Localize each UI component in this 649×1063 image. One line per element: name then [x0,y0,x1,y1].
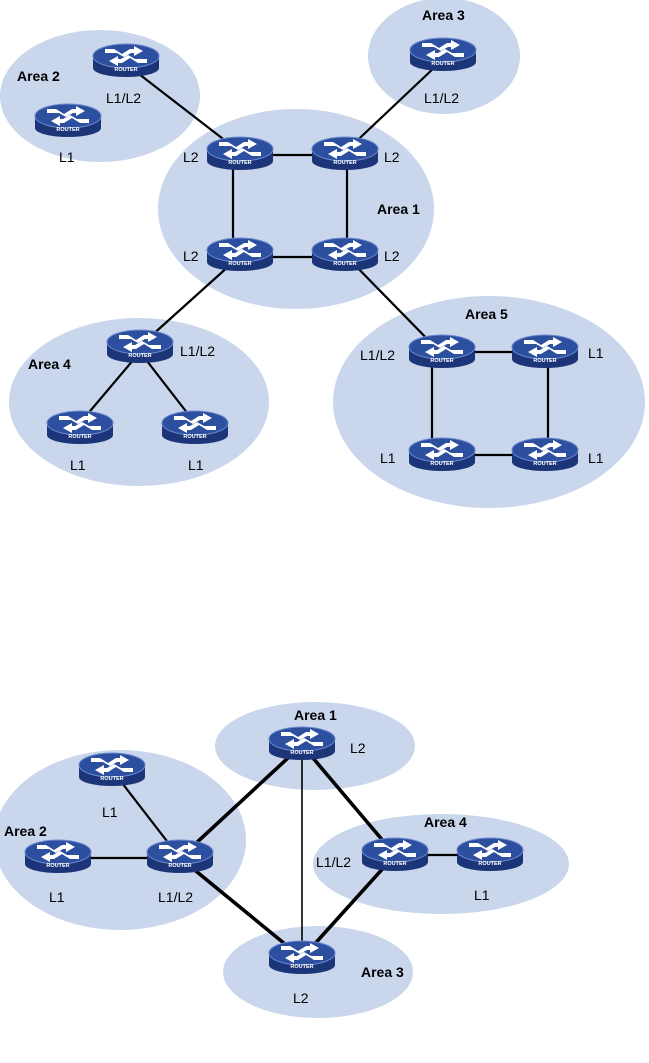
router-level-label: L2 [384,248,400,264]
router-badge: ROUTER [128,353,151,359]
router-badge: ROUTER [46,863,69,869]
link-a2-a1 [125,63,241,153]
router-level-label: L1 [588,450,604,466]
router-badge: ROUTER [333,160,356,166]
router-level-label: L1 [70,457,86,473]
link-a3-a4 [300,853,397,960]
area-label: Area 1 [294,707,337,723]
router-level-label: L1/L2 [106,90,141,106]
area-label: Area 3 [422,7,465,23]
router-level-label: L1/L2 [424,90,459,106]
link-a2-a3 [178,856,304,960]
router-level-label: L2 [183,248,199,264]
area2-region [0,750,246,930]
router-level-label: L1 [188,457,204,473]
router-badge: ROUTER [478,861,501,867]
router-level-label: L1 [59,149,75,165]
router-level-label: L1 [102,804,118,820]
area5-region [333,296,645,508]
link-a1-a4 [139,255,241,347]
router-badge: ROUTER [383,861,406,867]
area-label: Area 2 [17,68,60,84]
router-level-label: L1 [474,887,490,903]
router-badge: ROUTER [183,434,206,440]
router-badge: ROUTER [430,358,453,364]
router-badge: ROUTER [333,261,356,267]
diagram-bottom: ROUTER ROUTER ROUTER ROUTER ROUTER ROUTE… [0,702,569,1018]
area-label: Area 3 [361,964,404,980]
diagram-top: ROUTER ROUTER ROUTER ROUTER ROUTER ROUTE… [0,0,645,508]
router-level-label: L2 [183,149,199,165]
router-badge: ROUTER [168,863,191,869]
area-label: Area 4 [424,814,467,830]
router-badge: ROUTER [68,434,91,440]
area-label: Area 4 [28,356,71,372]
router-badge: ROUTER [100,776,123,782]
router-level-label: L1 [380,450,396,466]
router-badge: ROUTER [290,750,313,756]
link-a2-a1 [178,743,304,860]
router-badge: ROUTER [228,160,251,166]
router-level-label: L1/L2 [316,854,351,870]
router-badge: ROUTER [56,127,79,133]
router-level-label: L1/L2 [158,889,193,905]
router-badge: ROUTER [114,67,137,73]
router-level-label: L2 [293,990,309,1006]
area-label: Area 1 [377,201,420,217]
area-label: Area 2 [4,823,47,839]
router-level-label: L2 [384,149,400,165]
link-a1-a5 [346,256,439,351]
link-a3-a1 [344,65,437,153]
router-level-label: L1 [49,889,65,905]
router-level-label: L1 [588,345,604,361]
router-badge: ROUTER [431,61,454,67]
router-level-label: L1/L2 [360,347,395,363]
router-badge: ROUTER [533,461,556,467]
router-badge: ROUTER [533,358,556,364]
router-level-label: L1/L2 [180,343,215,359]
link-a1-a4 [300,743,397,857]
area4-region [9,318,269,486]
area-label: Area 5 [465,306,508,322]
router-level-label: L2 [350,740,366,756]
router-badge: ROUTER [430,461,453,467]
router-badge: ROUTER [228,261,251,267]
router-badge: ROUTER [290,964,313,970]
